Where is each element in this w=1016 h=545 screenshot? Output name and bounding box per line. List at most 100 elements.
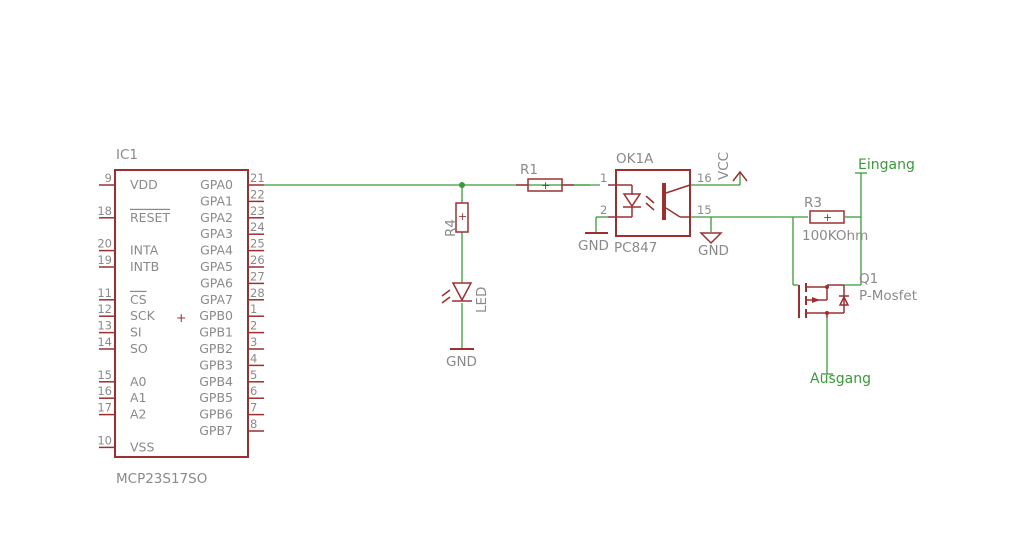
ic1-pin-number: 20 xyxy=(97,237,112,251)
ic1-pin-number: 28 xyxy=(250,286,265,300)
gnd-symbol-ok-right[interactable]: GND xyxy=(698,232,729,259)
ic1-pin-number: 21 xyxy=(250,171,265,185)
light-arrow-icon xyxy=(645,195,655,204)
ic1-right-pins: 21GPA022GPA123GPA224GPA325GPA426GPA527GP… xyxy=(199,171,264,438)
ic1-body xyxy=(114,169,249,458)
ic1-pin-number: 4 xyxy=(250,351,257,365)
vcc-label: VCC xyxy=(716,152,732,180)
ic1-left-pins: 9 VDD 18 RESET 20 INTA 19 INTB 11 CS 12 SCK 13 SI 14 SO… xyxy=(97,171,170,454)
gnd-ok-left-label: GND xyxy=(578,238,609,254)
gnd-led-label: GND xyxy=(446,354,477,370)
ic1-pin-name: SI xyxy=(130,325,142,340)
ic1-pin-number: 12 xyxy=(97,302,112,316)
ic1-pin-number: 9 xyxy=(105,171,112,185)
ic1-pin-name: A0 xyxy=(130,374,147,389)
ic1-pin-number: 6 xyxy=(250,384,257,398)
ic1-pin-name: A1 xyxy=(130,390,147,405)
net-label-ausgang: Ausgang xyxy=(810,371,871,387)
ic1-pin-number: 2 xyxy=(250,319,257,333)
led-value: LED xyxy=(474,287,490,313)
ic1-pin-number: 11 xyxy=(97,286,112,300)
wires xyxy=(264,173,862,374)
ic1-pin-name: GPB0 xyxy=(199,308,233,323)
ok1a-body xyxy=(615,169,691,237)
ic1-pin-number: 26 xyxy=(250,253,265,267)
svg-text:+: + xyxy=(541,179,550,192)
ic1-pin-number: 18 xyxy=(97,204,112,218)
ok1a-pin-2: 2 xyxy=(600,203,607,217)
ic1-pin-name: INTB xyxy=(130,259,159,274)
vcc-symbol[interactable]: VCC xyxy=(716,152,748,182)
ic1-pin-name: VDD xyxy=(130,177,158,192)
ic1-value: MCP23S17SO xyxy=(116,471,207,487)
light-arrow-icon xyxy=(441,289,451,297)
ic1-pin-number: 7 xyxy=(250,401,257,415)
ic1-pin-number: 13 xyxy=(97,319,112,333)
ic1-pin-name: SCK xyxy=(130,308,156,323)
r4-ref: R4 xyxy=(443,219,459,237)
r1-ref: R1 xyxy=(520,162,538,178)
ic1-pin-name: GPA0 xyxy=(200,177,233,192)
q1-value: P-Mosfet xyxy=(859,288,917,304)
ic1-pin-number: 8 xyxy=(250,417,257,431)
ic1-pin-name: RESET xyxy=(130,210,170,225)
ic1-pin-number: 5 xyxy=(250,368,257,382)
ok1a-pin-15: 15 xyxy=(697,203,712,217)
ic1-ref: IC1 xyxy=(116,147,138,163)
ic1-pin-number: 22 xyxy=(250,187,265,201)
mosfet-q1[interactable]: Q1 P-Mosfet xyxy=(798,271,917,318)
ic1-pin-name: INTA xyxy=(130,243,159,258)
resistor-r1[interactable]: + R1 xyxy=(516,162,574,192)
ic1-pin-name: GPA7 xyxy=(200,292,233,307)
gnd-symbol-led[interactable]: GND xyxy=(446,348,477,370)
ic1-pin-number: 24 xyxy=(250,220,265,234)
light-arrow-icon xyxy=(441,296,451,304)
ic1-pin-name: GPA6 xyxy=(200,275,233,290)
ic1-pin-name: GPA4 xyxy=(200,243,233,258)
light-arrow-icon xyxy=(645,202,655,211)
ic1-pin-number: 1 xyxy=(250,302,257,316)
net-label-eingang: Eingang xyxy=(858,157,915,173)
ic1-pin-number: 27 xyxy=(250,269,265,283)
ic1-pin-name: GPA1 xyxy=(200,193,233,208)
ic1-pin-number: 19 xyxy=(97,253,112,267)
ok1a-ref: OK1A xyxy=(616,151,654,167)
ic1-pin-number: 25 xyxy=(250,237,265,251)
gnd-symbol-ok-left[interactable]: GND xyxy=(578,232,609,254)
ic1-pin-number: 14 xyxy=(97,335,112,349)
ic1-pin-number: 10 xyxy=(97,433,112,447)
led-d1[interactable]: LED xyxy=(441,282,490,313)
optocoupler-ok1a[interactable]: OK1A PC847 1 2 16 15 xyxy=(600,151,712,256)
ok1a-value: PC847 xyxy=(614,240,657,256)
ic1-origin-cross: + xyxy=(176,310,186,325)
ic1-pin-number: 23 xyxy=(250,204,265,218)
ic1-pin-name: GPA5 xyxy=(200,259,233,274)
r3-value: 100KOhm xyxy=(802,228,868,244)
ic1-pin-name: GPB6 xyxy=(199,407,233,422)
ic1-pin-number: 15 xyxy=(97,368,112,382)
ic1-pin-name: CS xyxy=(130,292,147,307)
svg-text:+: + xyxy=(458,210,467,223)
ic1-pin-name: SO xyxy=(130,341,148,356)
r3-ref: R3 xyxy=(804,195,822,211)
ic1-pin-number: 17 xyxy=(97,401,112,415)
ic1-pin-name: GPB5 xyxy=(199,390,233,405)
resistor-r3[interactable]: + R3 100KOhm xyxy=(802,195,868,244)
ic1-pin-name: GPA2 xyxy=(200,210,233,225)
ic1-pin-number: 16 xyxy=(97,384,112,398)
ic1-pin-name: GPB1 xyxy=(199,325,233,340)
ic1-pin-name: GPB2 xyxy=(199,341,233,356)
vcc-arrow-icon xyxy=(732,170,748,182)
ic1-pin-name: GPB7 xyxy=(199,423,233,438)
q1-ref: Q1 xyxy=(859,271,878,287)
ic1-pin-name: GPB3 xyxy=(199,357,233,372)
ok1a-pin-1: 1 xyxy=(600,171,607,185)
ic1-pin-name: A2 xyxy=(130,407,147,422)
resistor-r4[interactable]: + R4 xyxy=(443,202,469,237)
ic1-pin-name: GPA3 xyxy=(200,226,233,241)
ic1-pin-name: GPB4 xyxy=(199,374,233,389)
ok1a-pin-16: 16 xyxy=(697,171,712,185)
ic1-pin-number: 3 xyxy=(250,335,257,349)
